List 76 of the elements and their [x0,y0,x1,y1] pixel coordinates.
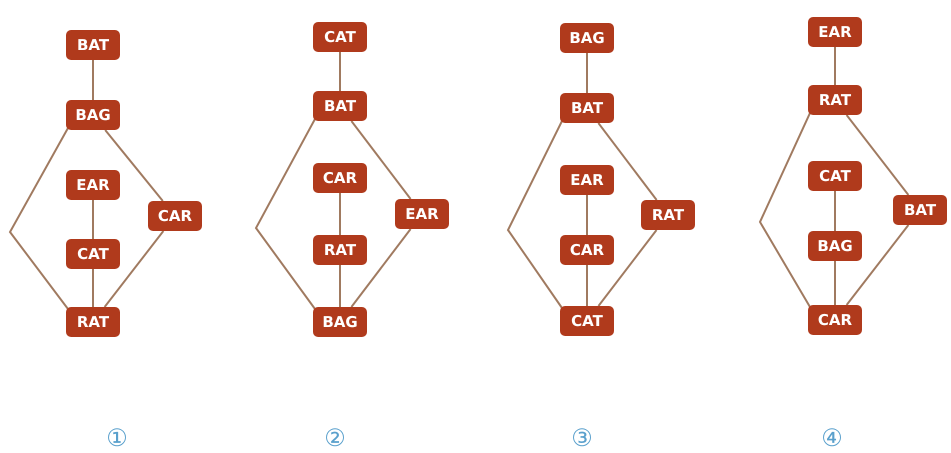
node-label: BAT [324,97,356,115]
panel-number: ③ [571,424,593,452]
connector-line [92,269,94,307]
node-label: CAT [819,167,851,185]
node-box [808,17,862,47]
panel-number: ② [324,424,346,452]
connector-line [339,265,341,307]
connector-line [8,128,69,310]
node-box [808,161,862,191]
connector-line [104,129,164,202]
connector-line [586,53,588,93]
node-box [893,195,947,225]
connector-line [834,47,836,85]
node-box [313,22,367,52]
node-label: EAR [405,205,439,223]
node-label: BAG [817,237,853,255]
connector-line [834,191,836,231]
panel-number: ④ [821,424,843,452]
node-label: BAG [75,106,111,124]
node-box [66,30,120,60]
connector-line [846,224,910,306]
node-label: EAR [76,176,110,194]
node-box [66,239,120,269]
node-box [641,200,695,230]
connector-line [104,230,164,308]
node-box [560,306,614,336]
node-box [66,100,120,130]
node-label: CAR [818,311,852,329]
node-label: RAT [324,241,356,259]
node-box [560,23,614,53]
node-label: BAG [569,29,605,47]
node-label: EAR [818,23,852,41]
connector-line [254,118,316,310]
node-label: EAR [570,171,604,189]
node-label: RAT [76,313,110,331]
node-label: CAR [158,207,192,225]
connector-line [586,195,588,235]
connector-line [846,114,910,196]
panel-number: ① [106,424,128,452]
connector-line [506,120,563,309]
node-label: CAT [324,28,356,46]
node-label: RAT [818,91,852,109]
connector-line [598,229,658,307]
connector-line [92,60,94,100]
connector-line [339,52,341,91]
node-label: CAT [571,312,603,330]
node-box [560,93,614,123]
node-label: CAR [570,241,604,259]
node-box [313,163,367,193]
node-label: CAR [322,169,358,187]
node-box [313,91,367,121]
node-box [808,231,862,261]
node-box [395,199,449,229]
connector-line [586,265,588,306]
node-box [808,85,862,115]
node-box [313,235,367,265]
node-label: BAT [904,201,936,219]
node-label: BAT [570,99,604,117]
connector-line [350,120,412,200]
node-box [148,201,202,231]
node-box [66,307,120,337]
connector-line [834,261,836,305]
node-label: CAT [77,245,109,263]
connector-line [598,122,658,201]
connector-line [92,200,94,239]
node-label: BAG [322,313,358,331]
connector-line [339,193,341,235]
node-box [560,165,614,195]
node-label: BAT [76,36,110,54]
node-box [66,170,120,200]
connector-line [758,112,811,308]
node-box [808,305,862,335]
node-box [560,235,614,265]
connector-line [350,228,412,308]
node-box [313,307,367,337]
node-label: RAT [652,206,684,224]
